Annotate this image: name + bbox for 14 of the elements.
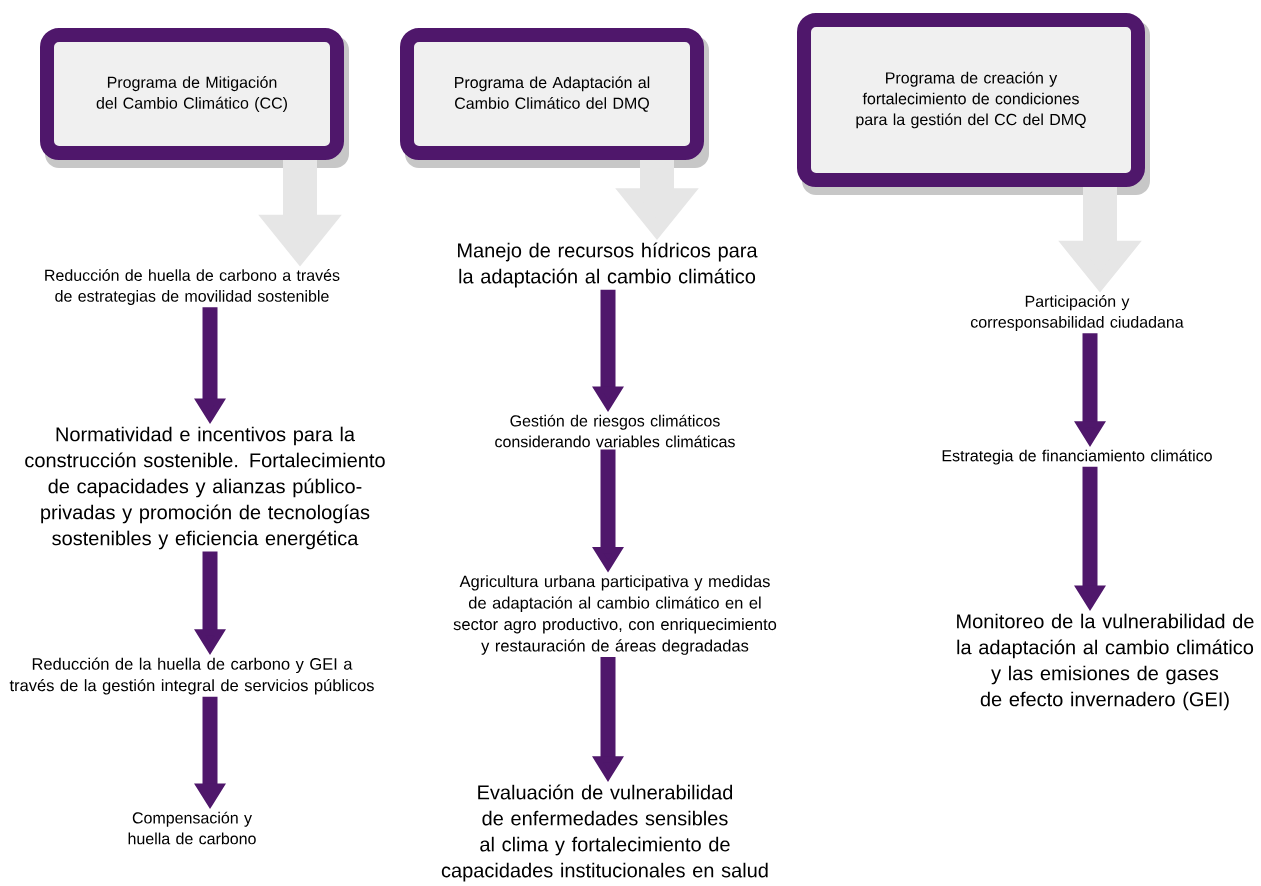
- step-text: Agricultura urbana participativa y medidas de adaptación al cambio climático en el sector agro productivo, con enriquecimiento y restauración de áreas degradadas: [453, 575, 777, 655]
- step-text: Normatividad e incentivos para la construcción sostenible. Fortalecimiento de capacidades y alianzas público-privadas y promoción de tecnologías sostenibles y eficiencia energética: [25, 426, 385, 550]
- step-text: Manejo de recursos hídricos para la adaptación al cambio climático: [458, 242, 758, 288]
- step-text: Gestión de riesgos climáticos considerando variables climáticas: [495, 414, 735, 448]
- program-box: Programa de creación y fortalecimiento de condiciones para la gestión del CC del DMQ: [797, 13, 1150, 195]
- step-text: Monitoreo de la vulnerabilidad de la adaptación al cambio climático y las emisiones de gases de efecto invernadero (GEI): [957, 613, 1254, 711]
- program-box: Programa de Mitigación del Cambio Climático (CC): [40, 28, 349, 168]
- step-text: Reducción de la huella de carbono y GEI a través de la gestión integral de servicios públicos: [9, 657, 374, 695]
- step-text: Evaluación de vulnerabilidad de enfermedades sensibles al clima y fortalecimiento de capacidades institucionales en salud: [441, 784, 768, 882]
- step-text: Participación y corresponsabilidad ciudadana: [970, 295, 1184, 331]
- step-text: Estrategia de financiamiento climático: [942, 449, 1212, 465]
- step-text: Reducción de huella de carbono a través de estrategias de movilidad sostenible: [45, 269, 340, 305]
- program-box: Programa de Adaptación al Cambio Climático del DMQ: [400, 28, 709, 168]
- step-text: Compensación y huella de carbono: [128, 811, 256, 845]
